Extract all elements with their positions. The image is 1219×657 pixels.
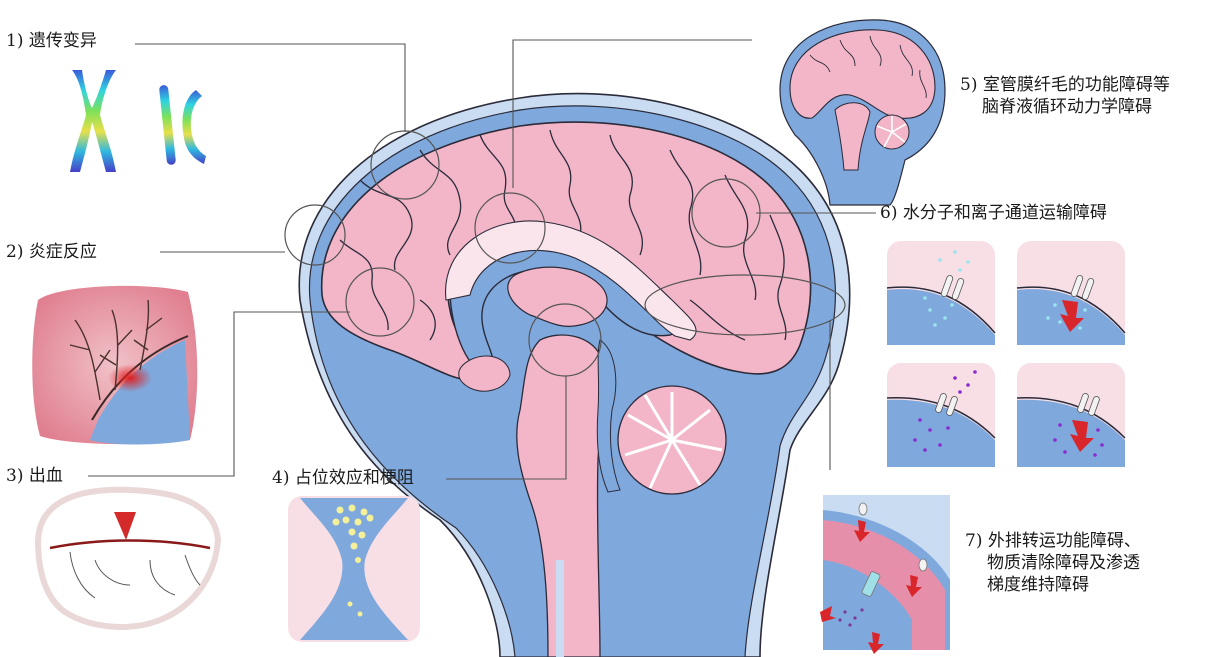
water-channel-tile-1: [887, 241, 995, 345]
water-channel-tile-2: [1017, 241, 1125, 345]
label-efflux-line2: 物质清除障碍及渗透: [965, 552, 1141, 574]
chromosome-y-icon: [159, 85, 206, 166]
label-mass-effect: 4) 占位效应和梗阻: [272, 467, 414, 489]
label-cilia-line1: 5) 室管膜纤毛的功能障碍等: [960, 74, 1170, 96]
efflux-tile: [820, 495, 950, 654]
cerebellum: [618, 386, 726, 494]
label-efflux-line3: 梯度维持障碍: [965, 574, 1141, 596]
label-hemorrhage: 3) 出血: [6, 465, 63, 487]
ion-channel-tile-2: [1017, 363, 1125, 467]
label-inflammation: 2) 炎症反应: [6, 241, 97, 263]
label-cilia-dysfunction: 5) 室管膜纤毛的功能障碍等 脑脊液循环动力学障碍: [960, 74, 1170, 118]
mass-effect-tile: [288, 496, 420, 642]
label-efflux-line1: 7) 外排转运功能障碍、: [965, 530, 1141, 552]
label-efflux-dysfunction: 7) 外排转运功能障碍、 物质清除障碍及渗透 梯度维持障碍: [965, 530, 1141, 596]
ion-channel-tile-1: [887, 363, 995, 467]
inflammation-tile: [32, 286, 197, 445]
label-cilia-line2: 脑脊液循环动力学障碍: [960, 96, 1170, 118]
label-genetic-variation: 1) 遗传变异: [6, 30, 97, 52]
label-water-ion-transport: 6) 水分子和离子通道运输障碍: [880, 202, 1107, 224]
hemorrhage-tile: [38, 490, 218, 627]
chromosome-x-icon: [70, 70, 116, 172]
